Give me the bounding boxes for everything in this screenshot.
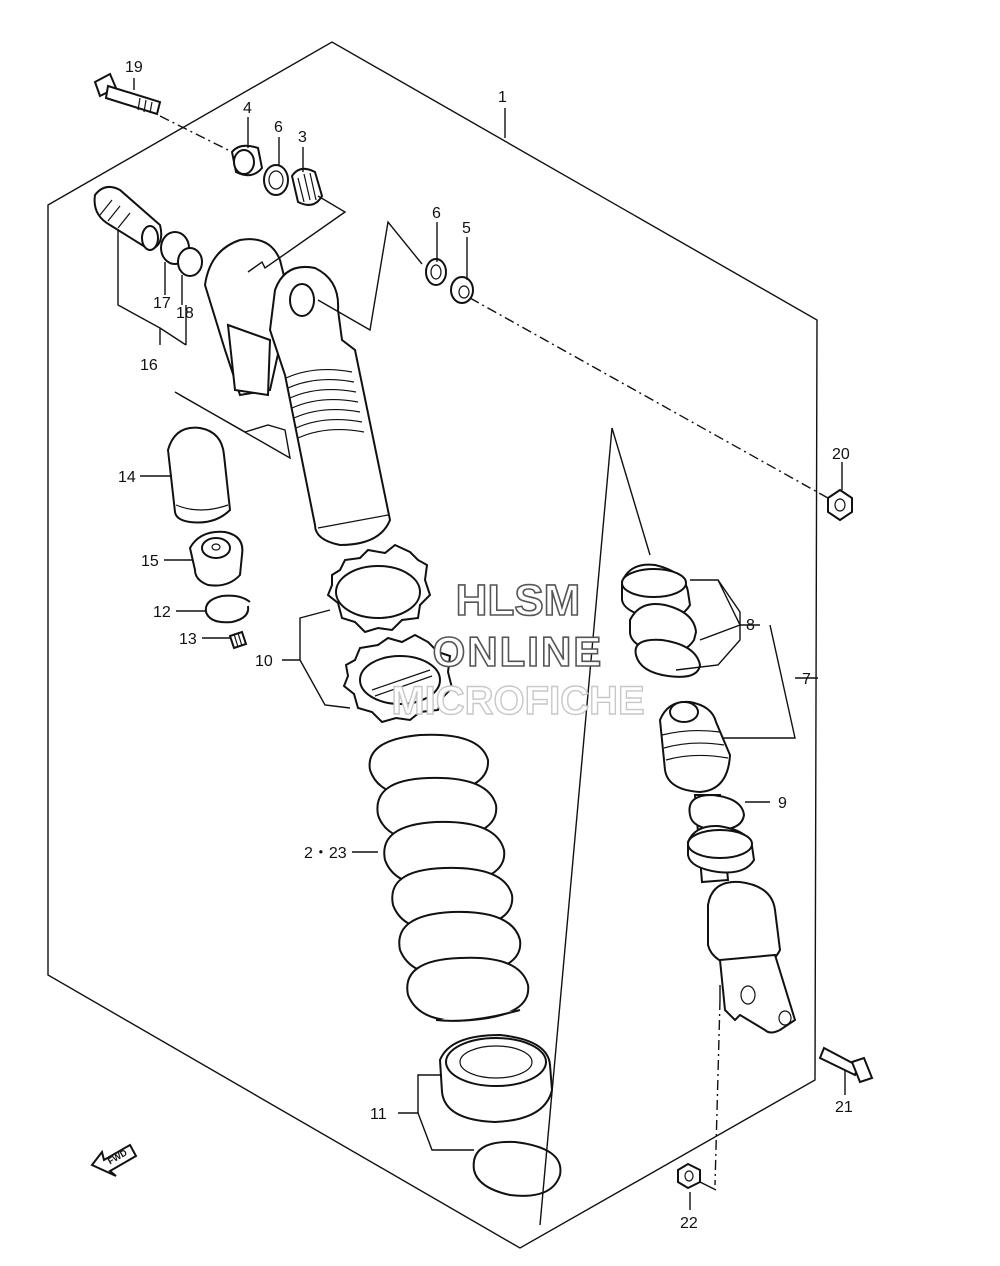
collar-5 bbox=[450, 276, 474, 304]
label-part-5: 5 bbox=[462, 220, 471, 237]
label-part-10: 10 bbox=[255, 653, 273, 670]
spring-guide-8 bbox=[621, 563, 702, 678]
watermark-line1: HLSM bbox=[456, 576, 581, 625]
valve-16 bbox=[93, 185, 163, 252]
stopper-ring-11 bbox=[472, 1140, 562, 1197]
label-part-22: 22 bbox=[680, 1215, 698, 1232]
label-part-12: 12 bbox=[153, 604, 171, 621]
label-part-14: 14 bbox=[118, 469, 136, 486]
label-part-18: 18 bbox=[176, 305, 194, 322]
nut-20 bbox=[827, 488, 853, 522]
ring-9 bbox=[688, 793, 746, 832]
spring-seat-11 bbox=[438, 1033, 554, 1124]
assembly-frame bbox=[47, 41, 818, 1249]
label-part-19: 19 bbox=[125, 59, 143, 76]
label-part-8: 8 bbox=[746, 617, 755, 634]
label-part-21: 21 bbox=[835, 1099, 853, 1116]
label-part-1: 1 bbox=[498, 89, 507, 106]
nut-22 bbox=[677, 1162, 701, 1190]
shock-body-ribs bbox=[285, 368, 365, 439]
lock-nut-10-upper bbox=[326, 543, 432, 634]
lower-clevis bbox=[707, 880, 797, 1034]
cap-15 bbox=[188, 530, 244, 587]
bushing-4 bbox=[230, 144, 264, 177]
label-part-16: 16 bbox=[140, 357, 158, 374]
fwd-arrow-icon bbox=[90, 1143, 138, 1177]
label-part-6-right: 6 bbox=[432, 205, 441, 222]
label-part-13: 13 bbox=[179, 631, 197, 648]
watermark-line3: MICROFICHE bbox=[391, 679, 644, 723]
label-part-3: 3 bbox=[298, 129, 307, 146]
o-ring-18 bbox=[177, 247, 203, 277]
label-part-9: 9 bbox=[778, 795, 787, 812]
label-part-4: 4 bbox=[243, 100, 252, 117]
label-part-11: 11 bbox=[370, 1106, 387, 1123]
valve-13 bbox=[228, 630, 248, 650]
leader-lines bbox=[117, 78, 846, 1226]
label-part-6-top: 6 bbox=[274, 119, 283, 136]
label-part-2-23: 2・23 bbox=[304, 845, 347, 862]
label-part-20: 20 bbox=[832, 446, 850, 463]
seal-6-right bbox=[425, 258, 447, 286]
circlip-12 bbox=[204, 594, 251, 624]
label-part-7: 7 bbox=[802, 671, 811, 688]
lock-nut-10-lower bbox=[342, 633, 454, 724]
bolt-19 bbox=[93, 72, 162, 116]
seal-6-top bbox=[263, 164, 289, 196]
bolt-21 bbox=[818, 1046, 874, 1084]
label-part-17: 17 bbox=[153, 295, 171, 312]
watermark-line2: ONLINE bbox=[433, 628, 604, 675]
bearing-3 bbox=[290, 167, 324, 206]
seat-washer bbox=[687, 824, 756, 874]
bladder-14 bbox=[166, 426, 232, 524]
label-part-15: 15 bbox=[141, 553, 159, 570]
spring-2-23 bbox=[368, 733, 530, 1022]
shock-body bbox=[203, 238, 392, 547]
